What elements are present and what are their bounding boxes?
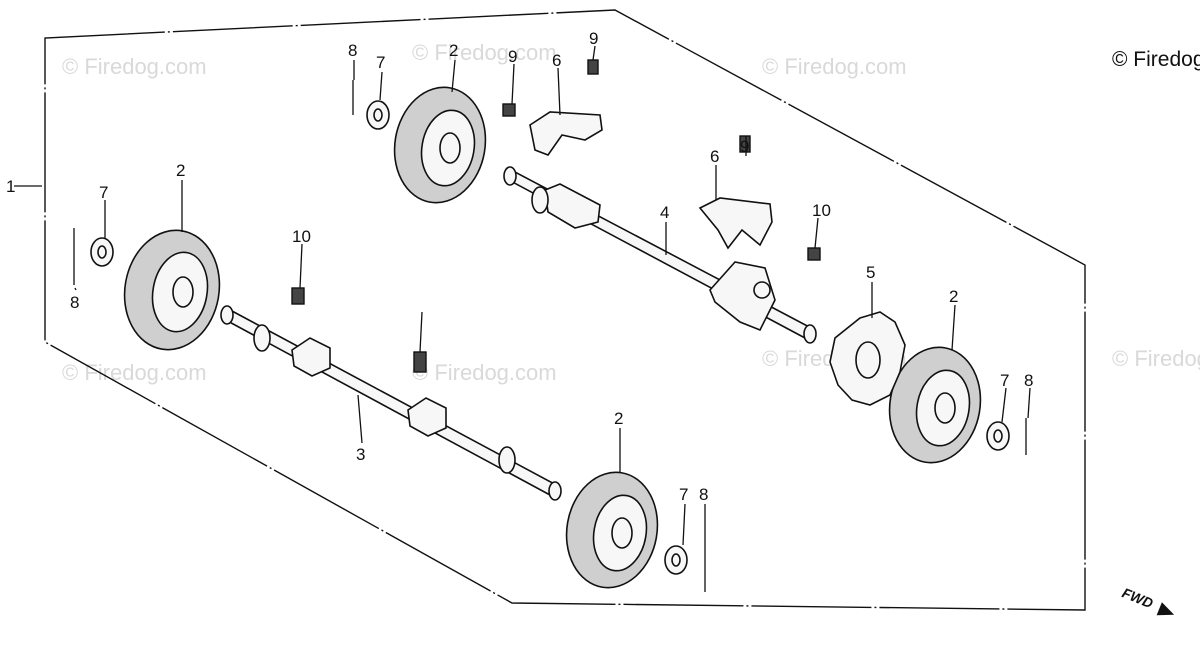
gear-part-5 <box>829 311 906 406</box>
copyright-label: © Firedog.com <box>1112 48 1200 71</box>
callout-7: 7 <box>376 53 385 72</box>
forward-label: FWD <box>1120 584 1156 611</box>
callout-2: 2 <box>176 161 185 180</box>
callout-8: 8 <box>70 293 79 312</box>
wheel-part-2-front-right <box>565 471 659 589</box>
callout-9: 9 <box>508 47 517 66</box>
callout-3: 3 <box>356 445 365 464</box>
watermark: © Firedog.com <box>62 54 207 79</box>
callout-numbers: 1 2 2 2 2 3 4 5 6 6 7 7 7 7 8 8 8 8 9 9 … <box>6 29 1033 504</box>
cotter-pin-part-8 <box>73 80 1027 592</box>
callout-7: 7 <box>679 485 688 504</box>
watermark: © Firedog.com <box>762 54 907 79</box>
forward-indicator: FWD <box>1120 584 1175 616</box>
callout-9: 9 <box>740 137 749 156</box>
watermarks: © Firedog.com © Firedog.com © Firedog.co… <box>62 40 1200 385</box>
callout-6: 6 <box>710 147 719 166</box>
watermark: © Firedog.com <box>1112 346 1200 371</box>
bolt-part-9-b <box>502 103 516 117</box>
bolt-part-9-a <box>587 59 599 75</box>
callout-9: 10 <box>812 201 831 220</box>
callout-7: 7 <box>1000 371 1009 390</box>
wheel-part-2-rear-left <box>393 86 487 204</box>
bracket-part-6-upper <box>529 111 603 156</box>
watermark: © Firedog.com <box>62 360 207 385</box>
wheel-part-2-rear-right <box>888 346 982 464</box>
callout-2: 2 <box>614 409 623 428</box>
bolt-part-10-b <box>413 351 427 373</box>
callout-9: 9 <box>589 29 598 48</box>
watermark: © Firedog.com <box>412 360 557 385</box>
callout-2: 2 <box>449 41 458 60</box>
callout-7: 7 <box>99 183 108 202</box>
callout-4: 4 <box>660 203 669 222</box>
callout-8: 8 <box>699 485 708 504</box>
bolt-part-9-c <box>739 135 751 153</box>
callout-10: 10 <box>292 227 311 246</box>
assembly-outline <box>44 9 1086 611</box>
leader-lines <box>14 45 1031 555</box>
bracket-part-6-lower <box>698 197 773 250</box>
front-axle-part-3 <box>220 305 562 501</box>
bolt-part-9-d <box>807 247 821 261</box>
callout-6: 6 <box>552 51 561 70</box>
rear-axle-part-4 <box>503 166 817 344</box>
watermark: © Firedog.com <box>412 40 557 65</box>
callout-8: 8 <box>1024 371 1033 390</box>
bolt-part-10-a <box>291 287 305 305</box>
callout-5: 5 <box>866 263 875 282</box>
callout-1: 1 <box>6 177 15 196</box>
forward-arrow-icon <box>1156 602 1175 616</box>
washer-part-7 <box>90 100 1010 575</box>
wheel-part-2-front-left <box>123 229 221 351</box>
callout-2: 2 <box>949 287 958 306</box>
callout-8: 8 <box>348 41 357 60</box>
